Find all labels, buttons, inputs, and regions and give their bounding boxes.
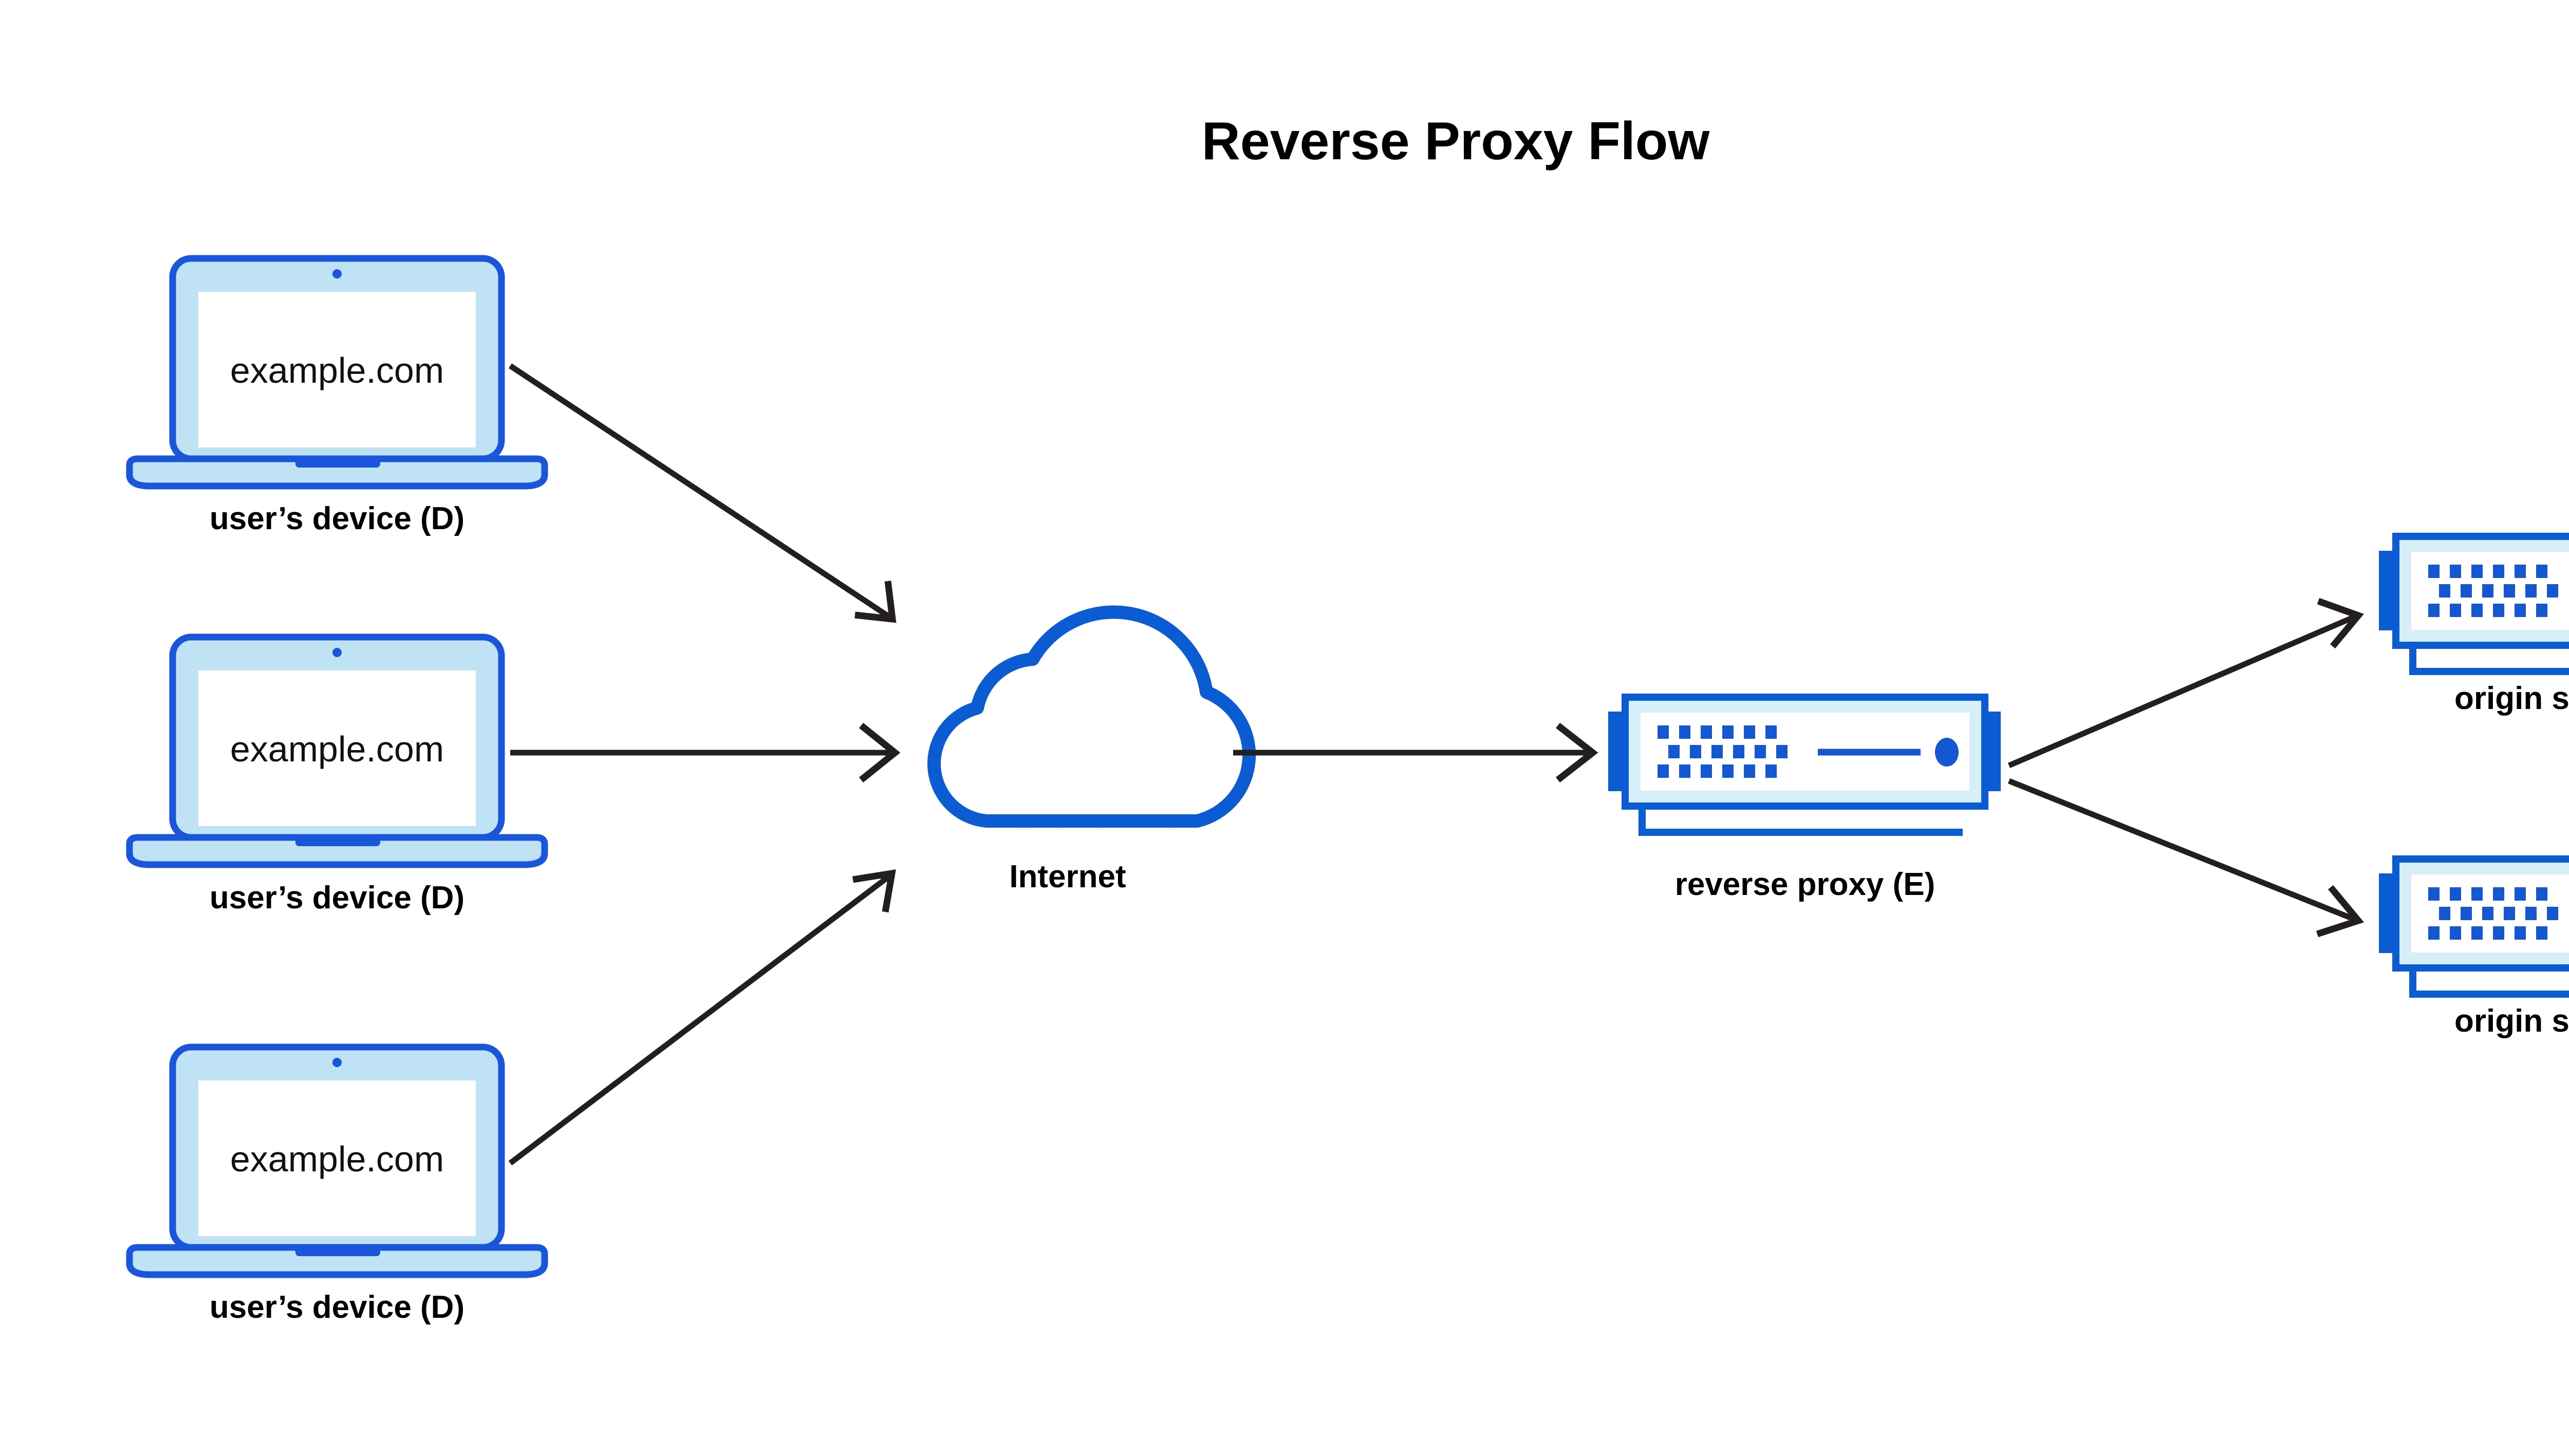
laptop-icon <box>126 255 548 490</box>
client-node-middle[interactable]: example.com user’s device (D) <box>126 633 548 916</box>
client-node-bottom[interactable]: example.com user’s device (D) <box>126 1043 548 1325</box>
server-status-dot <box>1935 738 1959 767</box>
laptop-screen <box>198 670 476 826</box>
cloud-icon <box>927 605 1256 828</box>
server-shelf <box>2409 968 2569 998</box>
edge-client-top-to-internet <box>508 363 897 623</box>
laptop-trackpad-notch <box>295 1246 380 1256</box>
reverse-proxy-node[interactable]: reverse proxy (E) <box>1608 694 2001 902</box>
page-title: Reverse Proxy Flow <box>1202 111 1710 171</box>
laptop-screen-text: example.com <box>230 729 444 769</box>
server-vent-grid <box>2428 887 2558 940</box>
server-vent-grid <box>2428 565 2558 617</box>
origin-server-bottom-node[interactable]: origin server (F) <box>2379 855 2569 1039</box>
laptop-icon <box>126 1043 548 1278</box>
laptop-camera-icon <box>332 269 342 278</box>
laptop-screen <box>198 1080 476 1236</box>
server-shelf <box>1639 807 1963 836</box>
laptop-icon <box>126 633 548 868</box>
reverse-proxy-label: reverse proxy (E) <box>1675 867 1935 902</box>
server-icon <box>1608 694 2001 836</box>
server-icon <box>2379 533 2569 675</box>
laptop-camera-icon <box>332 1058 342 1067</box>
edge-proxy-to-origin-top <box>2007 598 2364 769</box>
edge-internet-to-proxy <box>1233 722 1598 783</box>
internet-node[interactable]: Internet <box>927 605 1256 894</box>
server-shelf <box>2409 646 2569 675</box>
laptop-screen-text: example.com <box>230 1139 444 1179</box>
laptop-base <box>126 455 548 490</box>
laptop-trackpad-notch <box>295 457 380 468</box>
laptop-screen <box>198 292 476 447</box>
internet-label: Internet <box>1009 859 1126 894</box>
origin-server-bottom-label: origin server (F) <box>2454 1003 2569 1039</box>
laptop-trackpad-notch <box>295 836 380 846</box>
laptop-base <box>126 834 548 868</box>
edge-client-bottom-to-internet <box>508 869 896 1166</box>
edge-client-middle-to-internet <box>510 722 901 783</box>
edge-proxy-to-origin-bottom <box>2007 778 2365 938</box>
client-label-bottom: user’s device (D) <box>210 1290 464 1325</box>
laptop-screen-text: example.com <box>230 350 444 390</box>
client-label-top: user’s device (D) <box>210 501 464 536</box>
laptop-base <box>126 1244 548 1278</box>
server-icon <box>2379 855 2569 998</box>
client-label-middle: user’s device (D) <box>210 880 464 916</box>
origin-server-top-node[interactable]: origin server (F) <box>2379 533 2569 716</box>
client-node-top[interactable]: example.com user’s device (D) <box>126 255 548 536</box>
server-vent-grid <box>1658 725 1788 778</box>
laptop-camera-icon <box>332 648 342 657</box>
origin-server-top-label: origin server (F) <box>2454 681 2569 716</box>
